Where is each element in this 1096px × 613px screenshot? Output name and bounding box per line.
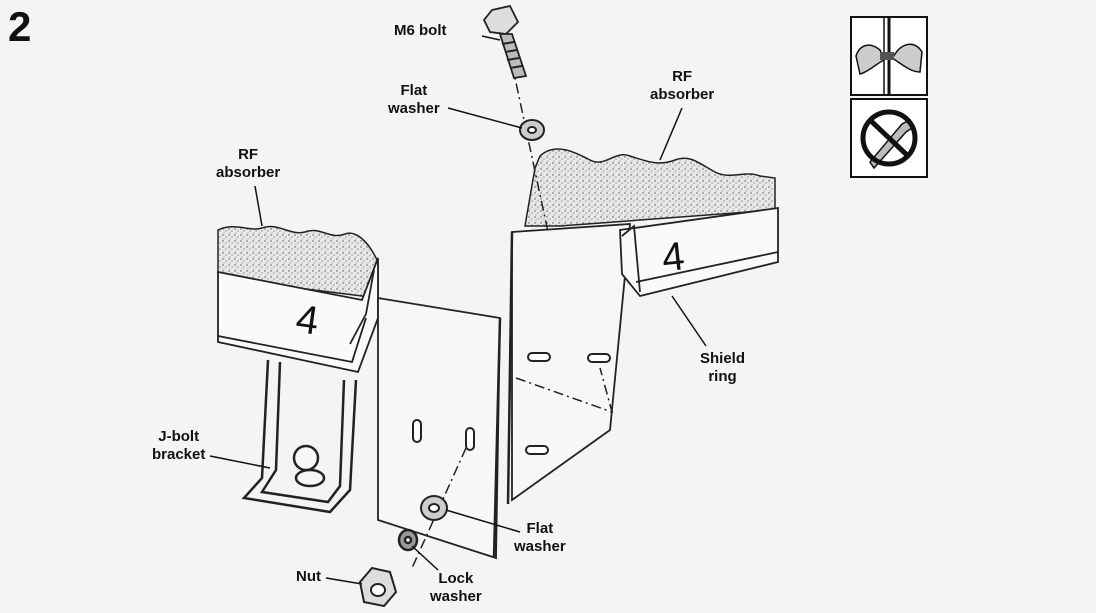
no-power-tool-icon xyxy=(850,98,928,178)
label-lock-washer: Lock washer xyxy=(430,570,482,605)
j-bolt-bracket xyxy=(241,359,358,514)
label-rf-absorber-right: RF absorber xyxy=(650,68,715,103)
leader-lines xyxy=(209,35,707,585)
label-rf-absorber-left: RF absorber xyxy=(216,146,281,181)
step-number: 2 xyxy=(8,3,32,50)
shield-ring-right xyxy=(619,206,779,298)
label-nut: Nut xyxy=(296,568,321,585)
flat-washer-top xyxy=(519,119,545,141)
center-panel xyxy=(377,223,631,560)
label-m6-bolt: M6 bolt xyxy=(394,22,447,39)
flat-washer-bottom xyxy=(420,495,448,521)
nut xyxy=(358,566,398,608)
m6-bolt xyxy=(482,4,528,80)
rf-absorber-right xyxy=(524,148,776,227)
two-hands-tightening-icon xyxy=(850,16,928,96)
lock-washer xyxy=(397,528,419,552)
mounting-slots xyxy=(412,352,611,455)
label-flat-washer-top: Flat washer xyxy=(388,82,440,117)
label-flat-washer-bottom: Flat washer xyxy=(514,520,566,555)
panel-number-right: 4 xyxy=(660,234,687,280)
label-shield-ring: Shield ring xyxy=(700,350,746,385)
label-j-bolt-bracket: J-bolt bracket xyxy=(152,428,206,463)
